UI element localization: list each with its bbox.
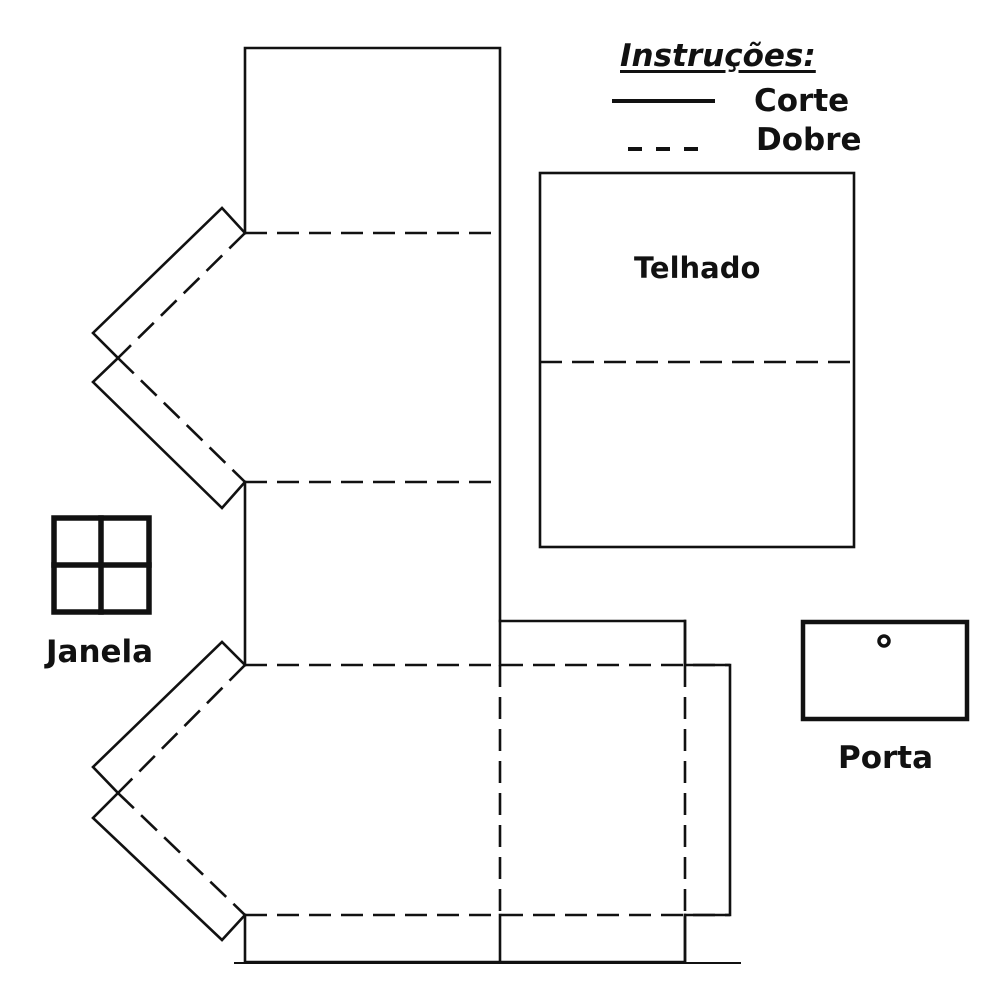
legend-title: Instruções: bbox=[620, 38, 816, 74]
door-label: Porta bbox=[838, 740, 934, 776]
door-knob-icon bbox=[877, 634, 891, 648]
roof-piece bbox=[538, 171, 856, 549]
legend-fold-label: Dobre bbox=[756, 122, 862, 158]
door-icon bbox=[800, 619, 970, 722]
window-label: Janela bbox=[46, 634, 154, 670]
wall-net bbox=[234, 46, 741, 964]
lower-gable-tabs bbox=[91, 640, 247, 942]
upper-gable-tabs bbox=[91, 206, 247, 510]
fold-lines bbox=[117, 231, 730, 917]
window-icon bbox=[51, 515, 152, 615]
roof-label: Telhado bbox=[634, 251, 761, 285]
legend-cut-label: Corte bbox=[754, 83, 850, 119]
